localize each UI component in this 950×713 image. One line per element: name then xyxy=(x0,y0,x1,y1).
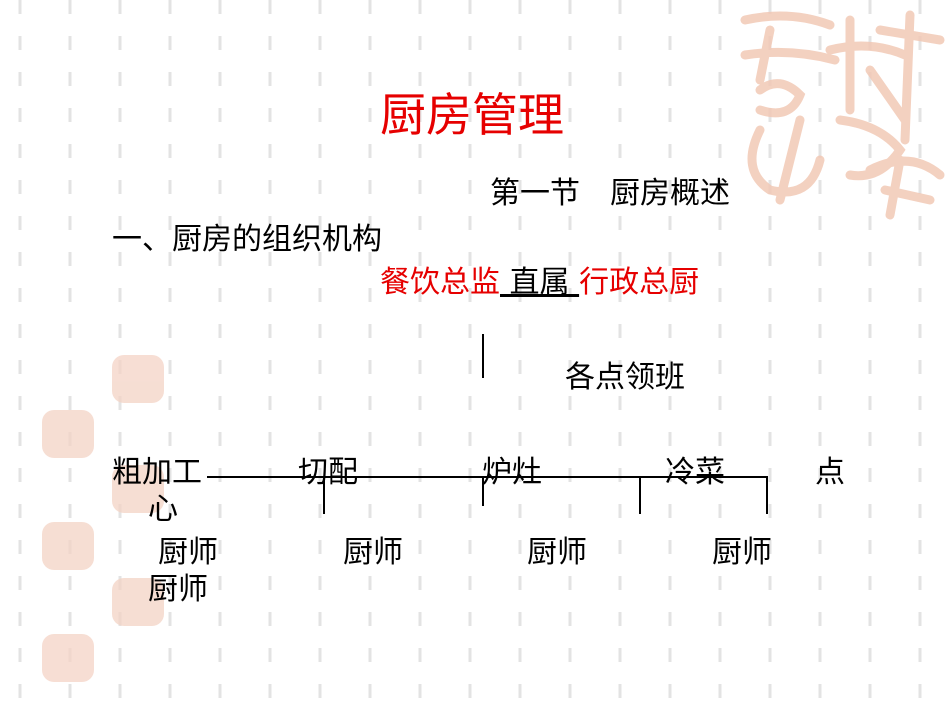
chef-1: 厨师 xyxy=(158,535,218,570)
section-title: 第一节 厨房概述 xyxy=(490,176,730,211)
station-cutting: 切配 xyxy=(298,455,358,490)
chef-4: 厨师 xyxy=(712,535,772,570)
station-pastry: 点 xyxy=(815,455,845,490)
section-heading: 一、厨房的组织机构 xyxy=(112,222,382,257)
chef-2: 厨师 xyxy=(343,535,403,570)
dashed-grid xyxy=(18,0,922,713)
calligraphy-seal-large xyxy=(740,10,945,220)
connector-vertical xyxy=(482,334,484,378)
slide-title: 厨房管理 xyxy=(380,88,564,142)
node-executive-chef: 行政总厨 xyxy=(579,265,700,300)
station-cold: 冷菜 xyxy=(665,455,725,490)
chef-3: 厨师 xyxy=(527,535,587,570)
seal-stamps xyxy=(42,355,164,682)
connector-horizontal xyxy=(207,476,767,478)
chef-5: 厨师 xyxy=(148,572,208,607)
station-prep: 粗加工 xyxy=(112,455,202,490)
station-pastry-cont: 心 xyxy=(148,492,178,527)
connector-drop-3 xyxy=(639,476,641,514)
relation-label: 直属 xyxy=(500,265,580,300)
connector-drop-1 xyxy=(323,476,325,514)
node-director: 餐饮总监 xyxy=(380,265,500,300)
connector-drop-4 xyxy=(766,476,768,514)
node-leaders: 各点领班 xyxy=(565,360,685,395)
connector-drop-2 xyxy=(482,476,484,506)
station-stove: 炉灶 xyxy=(482,455,542,490)
top-level-row: 餐饮总监 直属 行政总厨 xyxy=(380,268,699,298)
